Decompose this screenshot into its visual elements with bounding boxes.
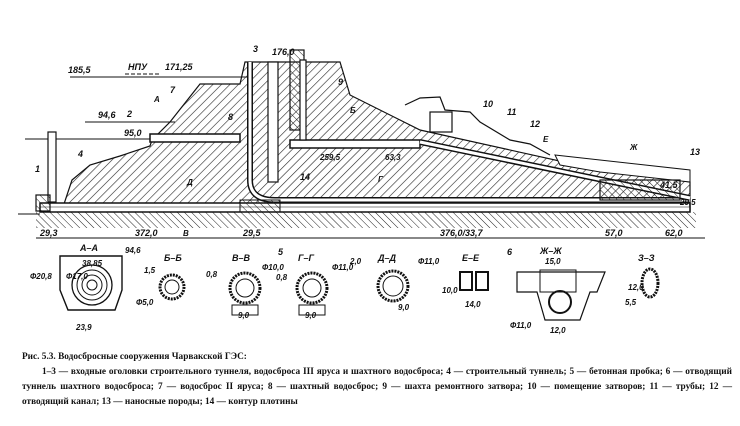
- shafts: [35, 49, 681, 212]
- svg-text:10: 10: [483, 99, 493, 109]
- svg-text:Г: Г: [378, 175, 384, 184]
- svg-text:12: 12: [530, 119, 540, 129]
- svg-text:376,0/33,7: 376,0/33,7: [440, 228, 484, 238]
- svg-text:Ф11,0: Ф11,0: [510, 321, 532, 330]
- svg-text:9: 9: [338, 77, 343, 87]
- svg-text:259,5: 259,5: [319, 153, 341, 162]
- section-e-e: Е–Е 10,0 14,0: [442, 253, 489, 309]
- section-marks: А Б В Г Д Е Ж: [153, 95, 638, 238]
- elevation-intake: 95,0: [124, 128, 142, 138]
- svg-text:10,0: 10,0: [442, 286, 458, 295]
- svg-text:12,0: 12,0: [550, 326, 566, 335]
- svg-text:З–З: З–З: [638, 253, 655, 263]
- svg-text:В: В: [183, 229, 189, 238]
- svg-text:3: 3: [253, 44, 258, 54]
- svg-text:57,0: 57,0: [605, 228, 623, 238]
- svg-text:2,0: 2,0: [349, 257, 362, 266]
- elevation-outlet: 41,5: [659, 180, 679, 190]
- svg-text:Ф20,8: Ф20,8: [30, 272, 52, 281]
- elevation-intake2: 94,6: [98, 110, 117, 120]
- svg-text:0,8: 0,8: [206, 270, 218, 279]
- svg-text:Ф11,0: Ф11,0: [332, 263, 354, 272]
- svg-text:Ф10,0: Ф10,0: [262, 263, 284, 272]
- svg-text:6: 6: [507, 247, 513, 257]
- svg-text:А–А: А–А: [79, 243, 98, 253]
- svg-text:Ж–Ж: Ж–Ж: [539, 246, 562, 256]
- caption-legend: 1–3 — входные оголовки строительного тун…: [22, 367, 732, 407]
- section-zh-zh: Ж–Ж 15,0 Ф11,0 12,0: [510, 246, 606, 335]
- svg-text:Д: Д: [186, 178, 193, 187]
- svg-text:29,5: 29,5: [679, 198, 696, 207]
- svg-text:4: 4: [77, 149, 83, 159]
- outlet-channel: [554, 154, 691, 183]
- caption-title: Рис. 5.3. Водосбросные сооружения Чарвак…: [22, 352, 247, 362]
- svg-text:9,0: 9,0: [398, 303, 410, 312]
- figure-caption: Рис. 5.3. Водосбросные сооружения Чарвак…: [22, 350, 732, 410]
- svg-text:Е–Е: Е–Е: [462, 253, 480, 263]
- section-z-z: З–З 12,0 5,5: [625, 253, 660, 307]
- svg-text:29,5: 29,5: [242, 228, 262, 238]
- svg-text:А: А: [153, 95, 160, 104]
- svg-text:Б: Б: [350, 106, 356, 115]
- svg-text:Б–Б: Б–Б: [164, 253, 182, 263]
- section-d-d: Д–Д Ф11,0 9,0: [376, 253, 440, 312]
- svg-text:15,0: 15,0: [545, 257, 561, 266]
- svg-text:29,3: 29,3: [39, 228, 58, 238]
- svg-text:7: 7: [170, 85, 176, 95]
- svg-text:94,6: 94,6: [125, 246, 141, 255]
- svg-text:38,85: 38,85: [82, 259, 103, 268]
- svg-text:Г–Г: Г–Г: [298, 253, 315, 263]
- svg-text:11: 11: [507, 107, 516, 117]
- callout-numbers: 1 2 3 4 5 6 7 8 9 10 11 12 13 14: [35, 44, 700, 257]
- elevation-top-water: 185,5: [68, 65, 92, 75]
- svg-text:1,5: 1,5: [144, 266, 156, 275]
- svg-text:0,8: 0,8: [276, 273, 288, 282]
- section-v-v: В–В 0,8 Ф10,0 9,0: [206, 253, 284, 320]
- svg-text:В–В: В–В: [232, 253, 251, 263]
- svg-text:23,9: 23,9: [75, 323, 92, 332]
- section-g-g: Г–Г Ф11,0 2,0 0,8 9,0: [276, 253, 362, 320]
- spillway-structures-drawing: 185,5 НПУ 171,25 176,0 94,6 95,0 41,5 1 …: [18, 44, 705, 335]
- elevation-npu: 171,25: [165, 62, 194, 72]
- elevation-labels: 185,5 НПУ 171,25 176,0 94,6 95,0 41,5: [68, 47, 679, 190]
- svg-text:8: 8: [228, 112, 233, 122]
- svg-text:14: 14: [300, 172, 310, 182]
- svg-text:13: 13: [690, 147, 700, 157]
- svg-text:Ф17,0: Ф17,0: [66, 272, 88, 281]
- svg-text:5,5: 5,5: [625, 298, 637, 307]
- svg-text:Д–Д: Д–Д: [377, 253, 397, 263]
- svg-text:63,3: 63,3: [385, 153, 401, 162]
- svg-text:2: 2: [126, 109, 132, 119]
- svg-text:Ф5,0: Ф5,0: [136, 298, 154, 307]
- rock-foundation: [36, 212, 696, 228]
- svg-text:5: 5: [278, 247, 284, 257]
- dam-contour: [404, 96, 551, 156]
- svg-text:Ф11,0: Ф11,0: [418, 257, 440, 266]
- section-a-a: А–А 94,6 38,85 Ф20,8 Ф17,0 23,9: [30, 243, 141, 332]
- svg-text:62,0: 62,0: [665, 228, 683, 238]
- inner-labels: 259,5 63,3 29,5: [319, 153, 696, 207]
- svg-text:Ж: Ж: [629, 143, 638, 152]
- svg-text:372,0: 372,0: [135, 228, 158, 238]
- npu-label: НПУ: [128, 62, 148, 72]
- svg-text:1: 1: [35, 164, 40, 174]
- svg-text:12,0: 12,0: [628, 283, 644, 292]
- elevation-shaft-top: 176,0: [272, 47, 295, 57]
- section-b-b: Б–Б 1,5 Ф5,0: [136, 253, 186, 307]
- dimension-labels: 29,3 372,0 29,5 376,0/33,7 57,0 62,0: [39, 228, 683, 238]
- svg-text:14,0: 14,0: [465, 300, 481, 309]
- svg-text:Е: Е: [543, 135, 549, 144]
